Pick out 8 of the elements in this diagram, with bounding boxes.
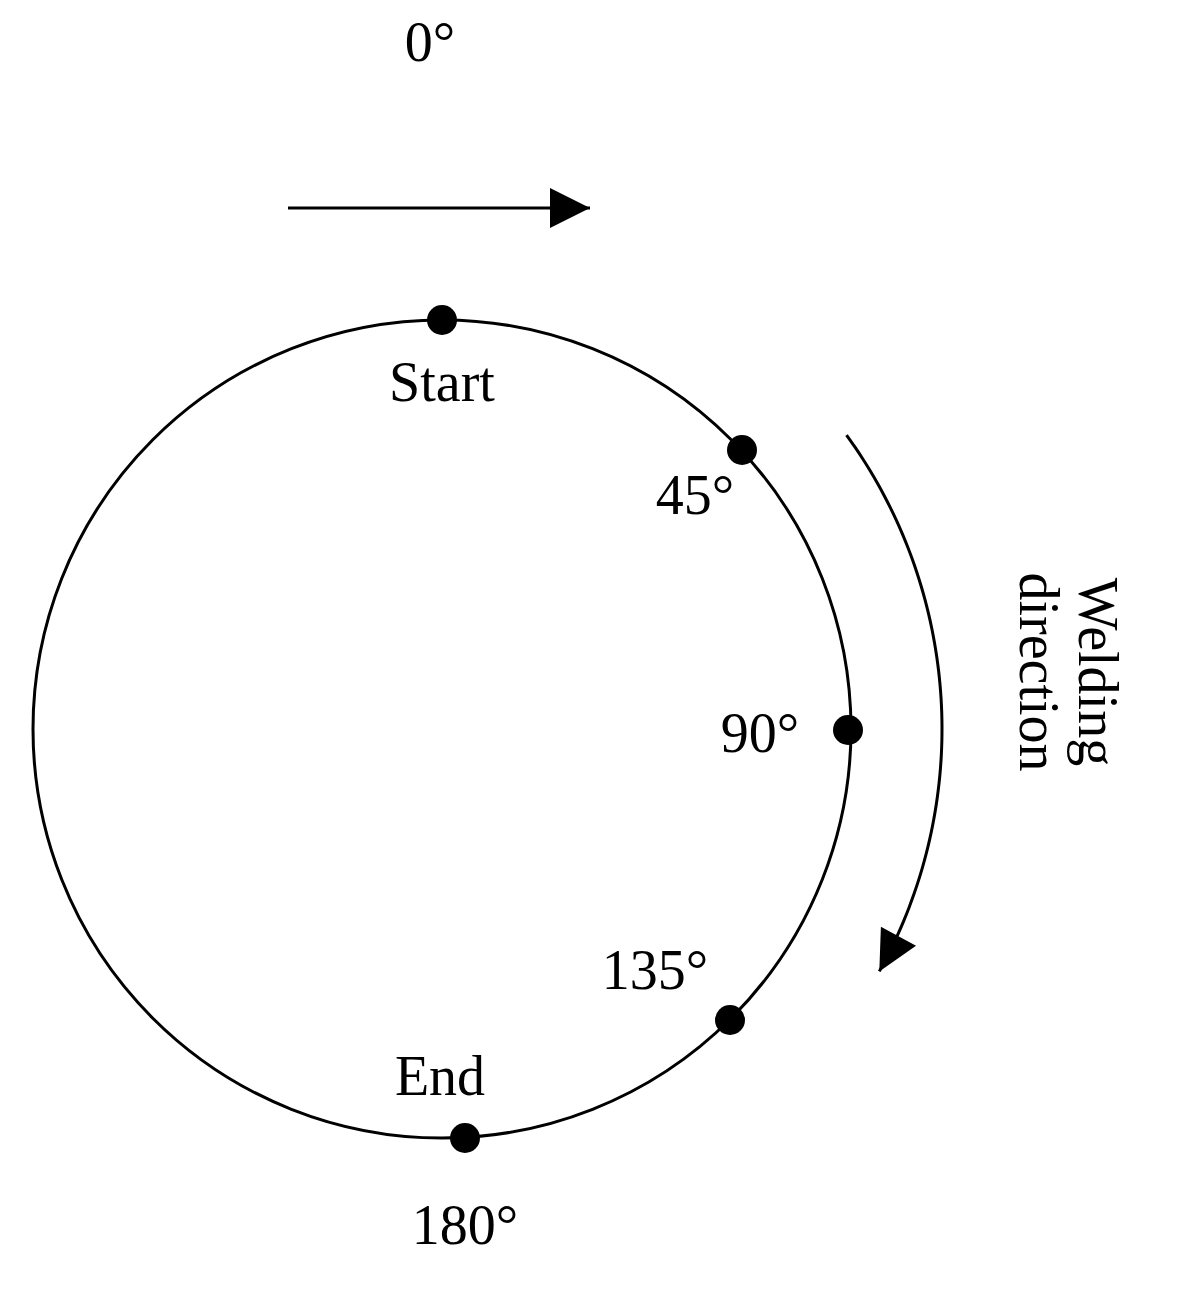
position-label: 90° (720, 703, 800, 763)
position-label: 0° (404, 12, 456, 72)
direction-label: Welding direction (1009, 571, 1127, 774)
position-label: Start (389, 352, 495, 412)
position-label: 45° (655, 465, 735, 525)
position-label: 135° (601, 940, 709, 1000)
position-label: 180° (411, 1195, 519, 1255)
position-label: End (394, 1046, 486, 1106)
